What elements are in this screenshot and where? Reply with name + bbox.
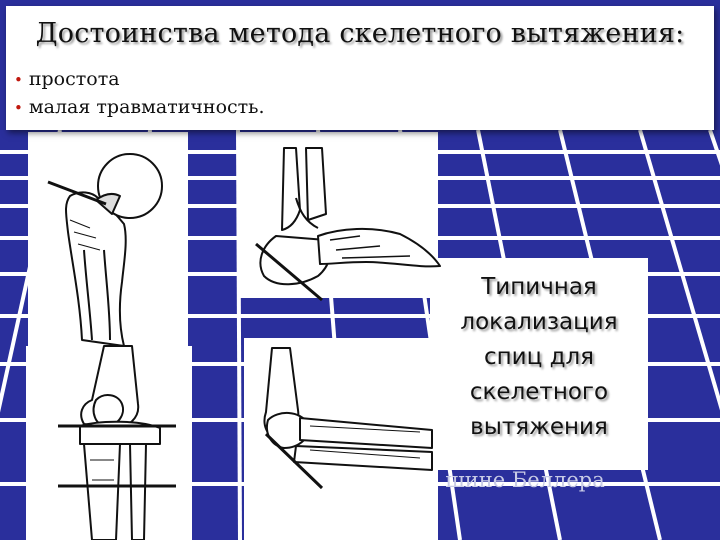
knee-illustration bbox=[80, 346, 160, 540]
elbow-illustration bbox=[265, 348, 432, 470]
bullet-list: • простота • малая травматичность. bbox=[14, 66, 265, 122]
ankle-illustration bbox=[260, 148, 440, 284]
bullet-marker-icon: • bbox=[14, 67, 23, 94]
bullet-item: • простота bbox=[14, 66, 265, 94]
slide-title: Достоинства метода скелетного вытяжения: bbox=[6, 18, 714, 49]
callout-line: Типичная bbox=[432, 270, 646, 305]
callout-line: локализация bbox=[432, 305, 646, 340]
callout-line: спиц для bbox=[432, 340, 646, 375]
femur-illustration bbox=[66, 154, 162, 346]
bullet-text: малая травматичность. bbox=[29, 94, 265, 121]
slide-header: Достоинства метода скелетного вытяжения:… bbox=[6, 6, 714, 130]
callout-line: скелетного bbox=[432, 375, 646, 410]
callout-text: Типичная локализация спиц для скелетного… bbox=[432, 270, 646, 445]
bullet-text: простота bbox=[29, 66, 120, 93]
bullet-marker-icon: • bbox=[14, 95, 23, 122]
faded-caption: шине Беллера bbox=[420, 468, 630, 492]
bullet-item: • малая травматичность. bbox=[14, 94, 265, 122]
callout-line: вытяжения bbox=[432, 410, 646, 445]
